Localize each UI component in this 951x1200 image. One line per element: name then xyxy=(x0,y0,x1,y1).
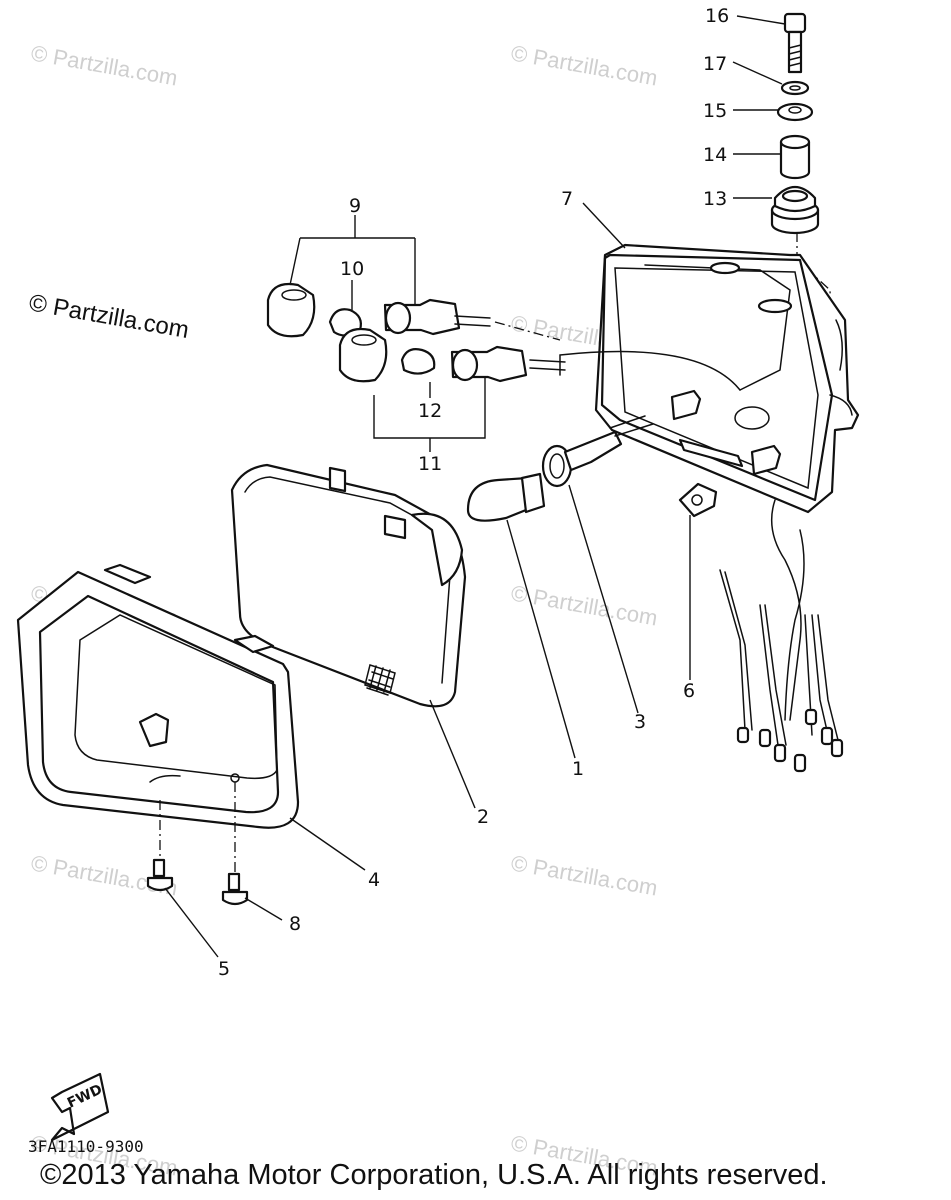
part-wire-harness xyxy=(719,499,844,773)
part-washer xyxy=(776,102,814,122)
callout-5: 5 xyxy=(218,958,230,980)
callout-2: 2 xyxy=(477,806,489,828)
callout-17: 17 xyxy=(703,53,727,75)
callout-layer: 16 17 15 14 13 7 9 10 12 11 6 3 1 2 4 8 … xyxy=(218,5,729,980)
callout-4: 4 xyxy=(368,869,380,891)
copyright-notice: ©2013 Yamaha Motor Corporation, U.S.A. A… xyxy=(40,1159,828,1191)
part-screw-right xyxy=(221,872,249,906)
leader-lines xyxy=(164,15,786,958)
callout-12: 12 xyxy=(418,400,442,422)
callout-8: 8 xyxy=(289,913,301,935)
callout-1: 1 xyxy=(572,758,584,780)
callout-7: 7 xyxy=(561,188,573,210)
callout-3: 3 xyxy=(634,711,646,733)
part-grommet xyxy=(770,185,820,235)
part-headlight-housing xyxy=(559,243,860,514)
callout-15: 15 xyxy=(703,100,727,122)
callout-6: 6 xyxy=(683,680,695,702)
part-headlight-rim xyxy=(16,563,300,829)
callout-14: 14 xyxy=(703,144,727,166)
callout-13: 13 xyxy=(703,188,727,210)
part-headlight-bulb xyxy=(466,472,546,522)
callout-10: 10 xyxy=(340,258,364,280)
part-collar xyxy=(779,134,811,180)
callout-9: 9 xyxy=(349,195,361,217)
part-screw-left xyxy=(146,858,174,892)
part-bulb-socket xyxy=(541,415,654,488)
part-bolt xyxy=(783,12,807,74)
callout-16: 16 xyxy=(705,5,729,27)
watermark: © Partzilla.com xyxy=(509,850,659,900)
part-headlight-unit xyxy=(230,463,467,708)
watermark: © Partzilla.com xyxy=(509,40,659,90)
forward-arrow-icon: FWD xyxy=(50,1072,110,1142)
part-position-light-assembly-upper xyxy=(266,282,491,338)
part-position-light-assembly-lower xyxy=(338,327,566,383)
callout-11: 11 xyxy=(418,453,442,475)
part-lock-washer xyxy=(780,80,810,96)
diagram-code: 3FA1110-9300 xyxy=(28,1137,144,1156)
watermark-main: © Partzilla.com xyxy=(27,289,191,344)
part-clip xyxy=(678,482,718,518)
watermark: © Partzilla.com xyxy=(29,40,179,90)
